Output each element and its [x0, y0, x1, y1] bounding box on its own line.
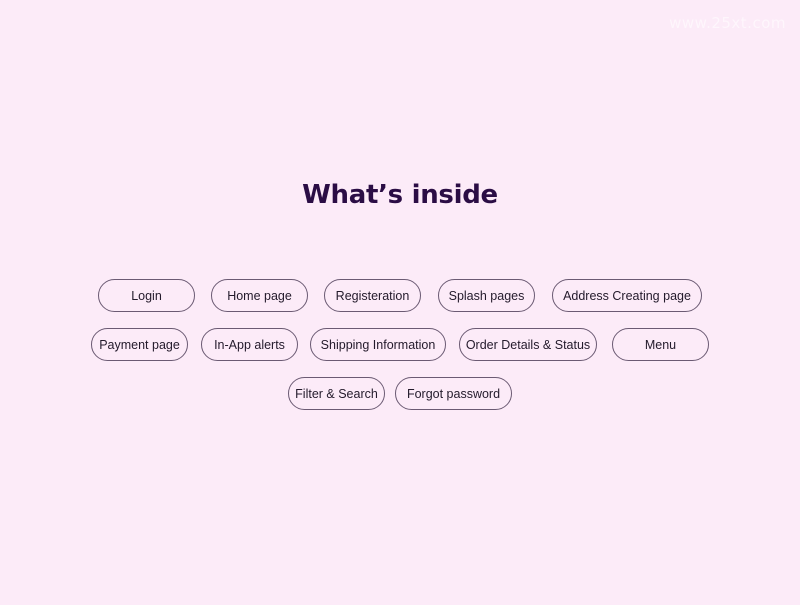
tag-payment-page[interactable]: Payment page: [91, 328, 188, 361]
watermark-logo: www.25xt.com: [669, 14, 786, 32]
tag-address-creating-page[interactable]: Address Creating page: [552, 279, 702, 312]
tag-in-app-alerts[interactable]: In-App alerts: [201, 328, 298, 361]
tag-splash-pages[interactable]: Splash pages: [438, 279, 535, 312]
tag-forgot-password[interactable]: Forgot password: [395, 377, 512, 410]
tag-row-3: Filter & Search Forgot password: [0, 377, 800, 410]
page-title: What’s inside: [302, 180, 498, 211]
tag-login[interactable]: Login: [98, 279, 195, 312]
feature-tag-list: Login Home page Registeration Splash pag…: [0, 279, 800, 426]
tag-registeration[interactable]: Registeration: [324, 279, 421, 312]
tag-row-2: Payment page In-App alerts Shipping Info…: [0, 328, 800, 361]
tag-row-1: Login Home page Registeration Splash pag…: [0, 279, 800, 312]
tag-home-page[interactable]: Home page: [211, 279, 308, 312]
tag-menu[interactable]: Menu: [612, 328, 709, 361]
tag-shipping-information[interactable]: Shipping Information: [310, 328, 446, 361]
tag-filter-search[interactable]: Filter & Search: [288, 377, 385, 410]
tag-order-details-status[interactable]: Order Details & Status: [459, 328, 597, 361]
